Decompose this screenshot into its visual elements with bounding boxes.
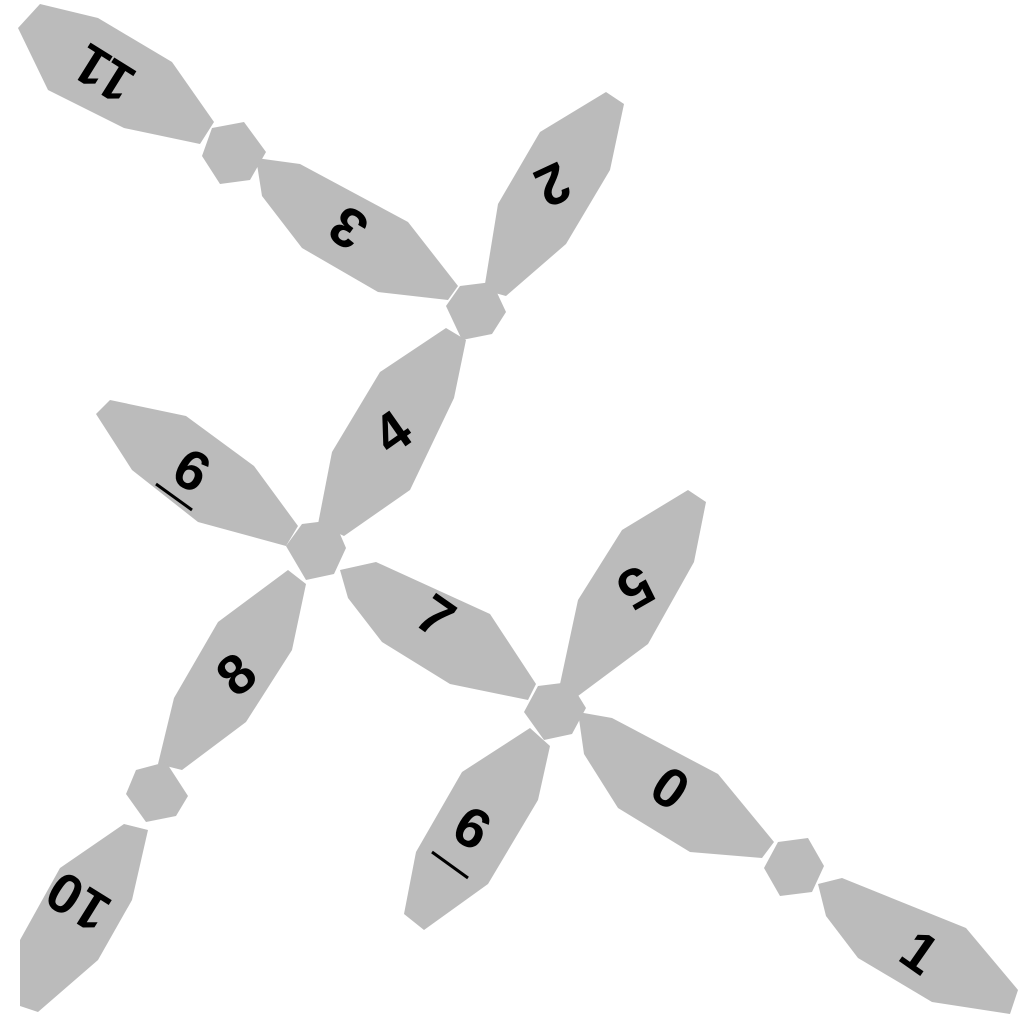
piece-shape-4 [318,328,466,536]
piece-shape-2 [484,92,624,296]
piece-shape-11 [18,4,214,144]
connector-0-1 [764,838,824,896]
piece-shape-8 [158,570,306,770]
piece-shape-5 [560,490,706,696]
piece-shape-7 [340,562,536,700]
connector-11-3 [202,122,266,184]
piece-9-underline [431,850,469,880]
piece-shape-10 [20,824,148,1012]
hub-lower-right [524,682,586,740]
piece-shape-0 [578,712,774,858]
piece-6-underline [155,482,193,512]
piece-shape-3 [256,158,458,300]
connector-8-10 [126,762,188,822]
hub-center-left [286,520,346,580]
piece-shape-1 [818,878,1018,1014]
piece-shape-6 [96,400,298,546]
piece-shape-9 [404,728,550,930]
hub-upper [446,282,506,340]
